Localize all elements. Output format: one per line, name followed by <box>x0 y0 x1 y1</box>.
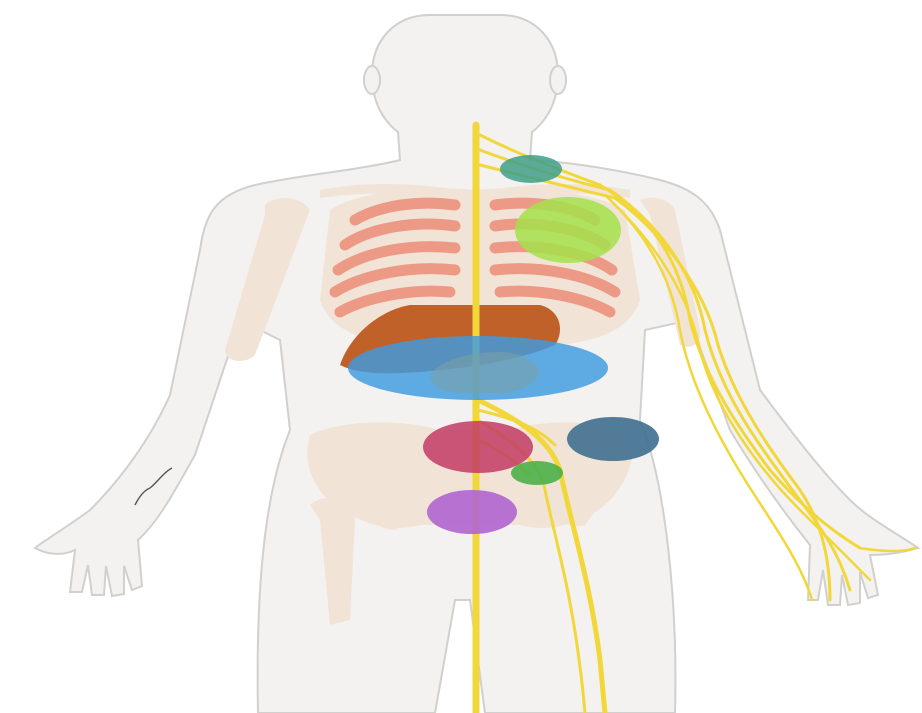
marker-mid-abdomen-crimson <box>423 421 533 473</box>
marker-lower-abdomen-green <box>511 461 563 485</box>
right-ear <box>550 66 566 94</box>
left-ear <box>364 66 380 94</box>
marker-left-lung-lime <box>515 197 621 263</box>
marker-pelvis-purple <box>427 490 517 534</box>
marker-neck-teal <box>500 155 562 183</box>
marker-right-flank-slate <box>567 417 659 461</box>
